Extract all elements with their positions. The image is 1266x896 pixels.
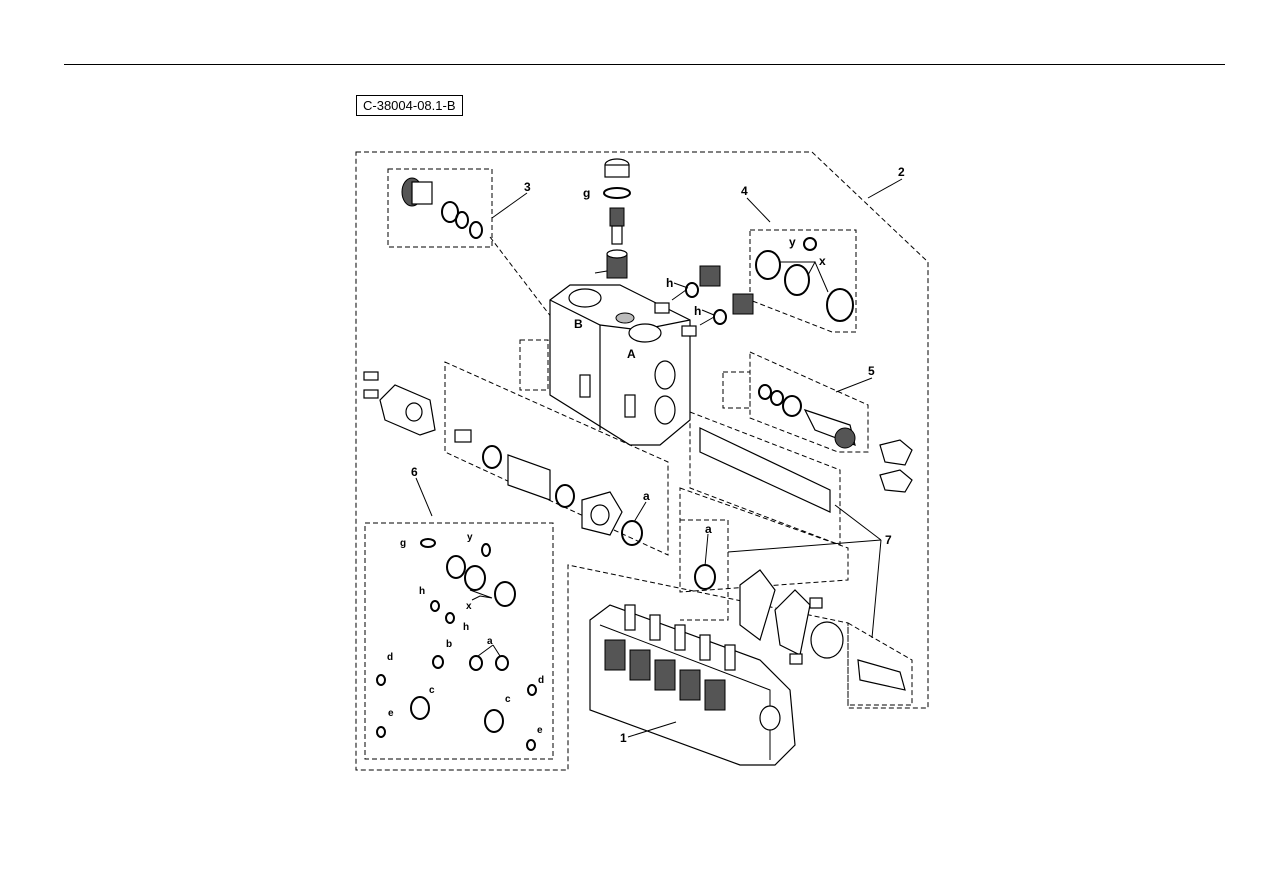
seal-kit-4-box [749, 229, 857, 333]
end-cover-plate [363, 371, 436, 436]
seal-kit-6-box [364, 522, 554, 760]
spool-kit-7-box-right [847, 622, 913, 706]
letter-h-kit6-a: h [419, 586, 425, 597]
top-cap-stack [603, 158, 631, 279]
letter-a-lower: a [705, 522, 712, 536]
letter-e-kit6-a: e [388, 708, 394, 719]
letter-a-upper: a [643, 489, 650, 503]
letter-h-kit6-b: h [463, 622, 469, 633]
callout-3: 3 [524, 180, 531, 194]
letter-g-top: g [583, 186, 590, 200]
letter-h-lower: h [694, 304, 701, 318]
letter-b-kit6: b [446, 639, 452, 650]
retaining-clips [879, 439, 913, 493]
plug-and-seals-3 [401, 177, 483, 239]
letter-y-kit4: y [789, 235, 796, 249]
letter-y-kit6: y [467, 532, 473, 543]
letter-x-kit6: x [466, 601, 472, 612]
letter-c-kit6-b: c [505, 694, 511, 705]
o-rings-4 [755, 237, 854, 322]
letter-d-kit6-b: d [538, 675, 544, 686]
letter-a-kit6: a [487, 636, 493, 647]
port-mark-a: A [627, 347, 636, 361]
callout-2: 2 [898, 165, 905, 179]
seal-kit-6-rings [376, 538, 537, 751]
outer-group-boundary [355, 151, 929, 771]
letter-g-kit6: g [400, 538, 406, 549]
letter-x-kit4: x [819, 254, 826, 268]
callout-4: 4 [741, 184, 748, 198]
leader-lines [415, 178, 903, 738]
spool-kit-7-box-lower [679, 487, 849, 593]
check-plugs [654, 265, 754, 337]
letter-c-kit6-a: c [429, 685, 435, 696]
callout-1: 1 [620, 731, 627, 745]
callout-6: 6 [411, 465, 418, 479]
seal-kit-3-box [387, 168, 493, 248]
header-rule [64, 64, 1225, 65]
valve-bank-assembly [589, 604, 796, 766]
spool-assembly [454, 427, 906, 691]
figure-reference-label: C-38004-08.1-B [356, 95, 463, 116]
relief-cartridge-5 [758, 384, 856, 449]
letter-e-kit6-b: e [537, 725, 543, 736]
letter-d-kit6-a: d [387, 652, 393, 663]
port-mark-b: B [574, 317, 583, 331]
valve-section-housing: B A [549, 284, 691, 446]
callout-7: 7 [885, 533, 892, 547]
callout-5: 5 [868, 364, 875, 378]
spool-channel-lines [444, 361, 669, 556]
letter-h-upper: h [666, 276, 673, 290]
relief-kit-5-box [749, 351, 869, 453]
